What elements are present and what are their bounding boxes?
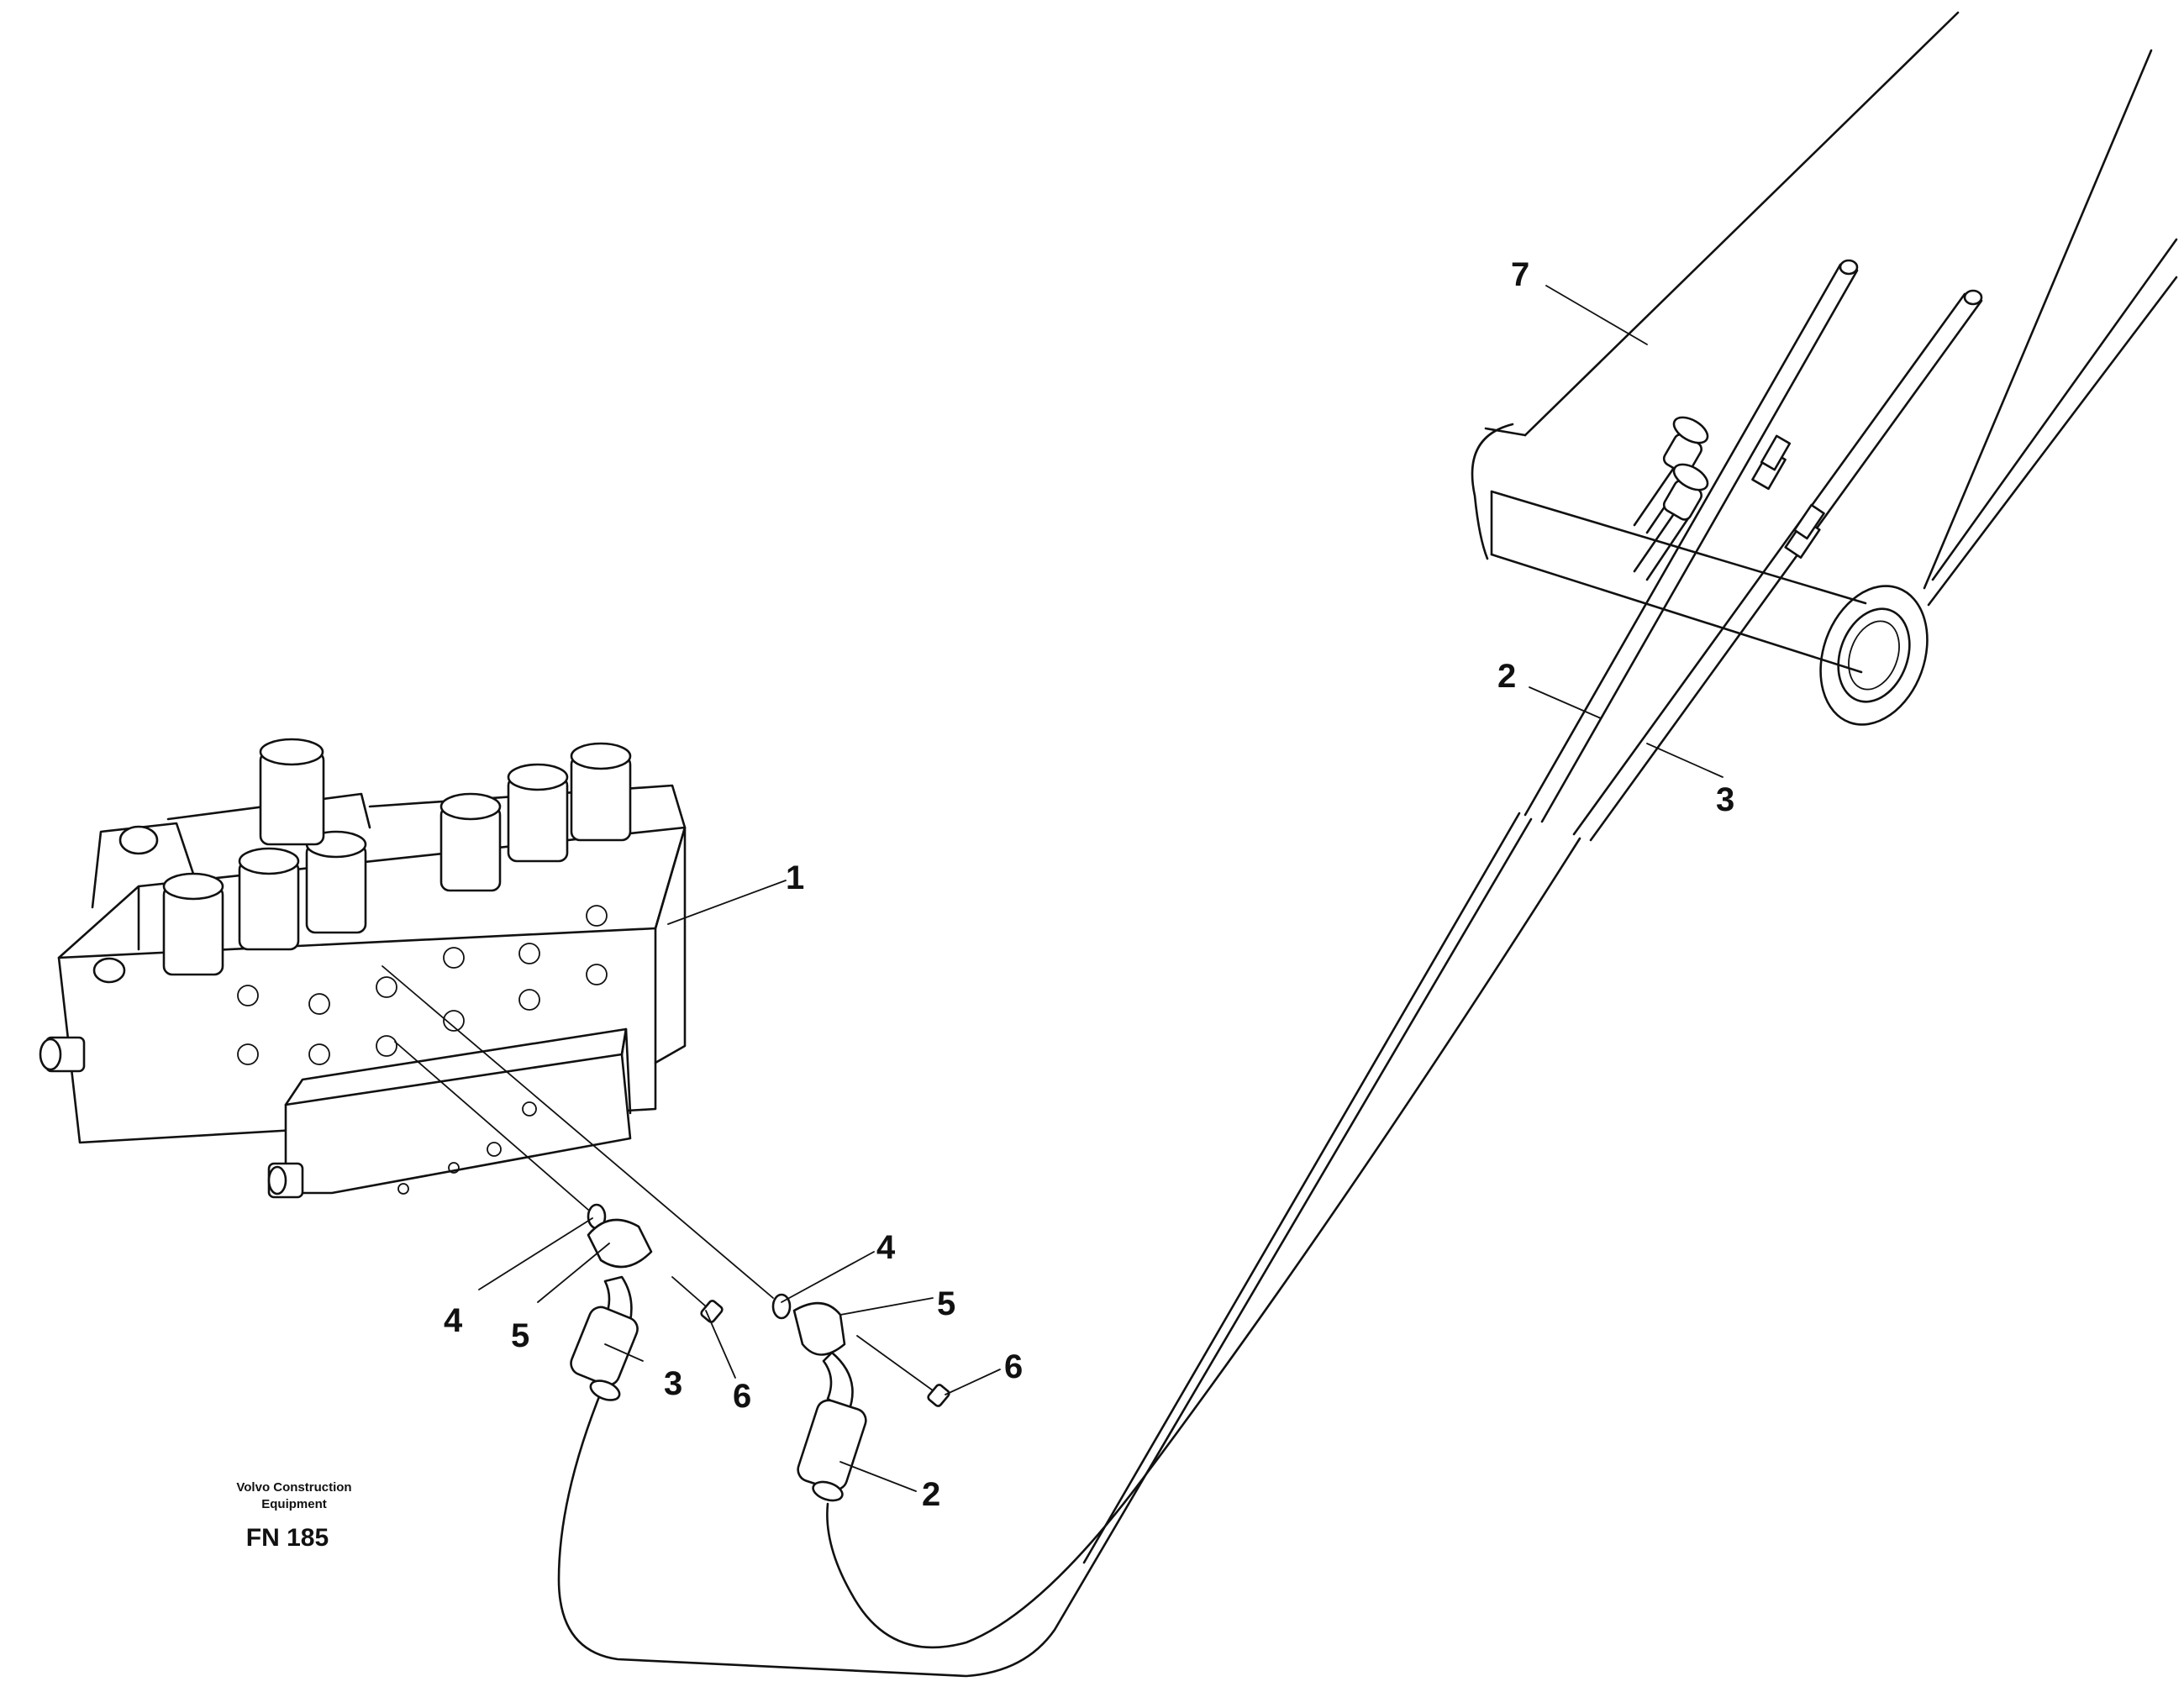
callout-boom: 7: [1511, 256, 1529, 293]
callout-hose-left-lower: 3: [664, 1365, 682, 1402]
boom-pivot-eye: [1819, 585, 1929, 726]
callout-hose-right-lower: 2: [922, 1476, 940, 1513]
callout-flange-left: 5: [511, 1317, 529, 1354]
callout-screw-right: 6: [1004, 1348, 1023, 1385]
callout-hose-left-upper: 2: [1497, 658, 1516, 695]
valve-ports: [237, 905, 608, 1195]
leader-lines: [478, 285, 1724, 1492]
flange-left: [587, 1218, 653, 1269]
screw-right: [856, 1335, 934, 1391]
solenoids: [118, 738, 632, 976]
hose-3-assembly: [826, 289, 1983, 1649]
manufacturer-line1: Volvo Construction: [236, 1480, 351, 1495]
boom-fitting-1: [1633, 416, 1709, 534]
fitting-set-left: [394, 1041, 724, 1401]
callout-screw-left: 6: [733, 1378, 751, 1415]
manufacturer-line2: Equipment: [261, 1497, 327, 1511]
callout-flange-right: 5: [937, 1285, 955, 1322]
caption: Volvo Construction Equipment FN 185: [236, 1480, 351, 1552]
callout-oring-right: 4: [876, 1229, 896, 1266]
figure-number: FN 185: [246, 1524, 329, 1552]
boom: [1471, 11, 2178, 726]
callouts: 7 1 2 3 4 5 3 6 4 5 6 2: [444, 256, 1734, 1513]
boom-fitting-2: [1633, 463, 1709, 581]
hose-2-assembly: [557, 259, 1859, 1678]
control-valve: [39, 738, 687, 1199]
callout-control-valve: 1: [786, 859, 804, 896]
flange-right: [792, 1301, 846, 1356]
fitting-set-right: [382, 965, 950, 1502]
screw-left: [671, 1276, 707, 1307]
callout-hose-upper: 3: [1716, 781, 1734, 818]
callout-oring-left: 4: [444, 1302, 463, 1339]
